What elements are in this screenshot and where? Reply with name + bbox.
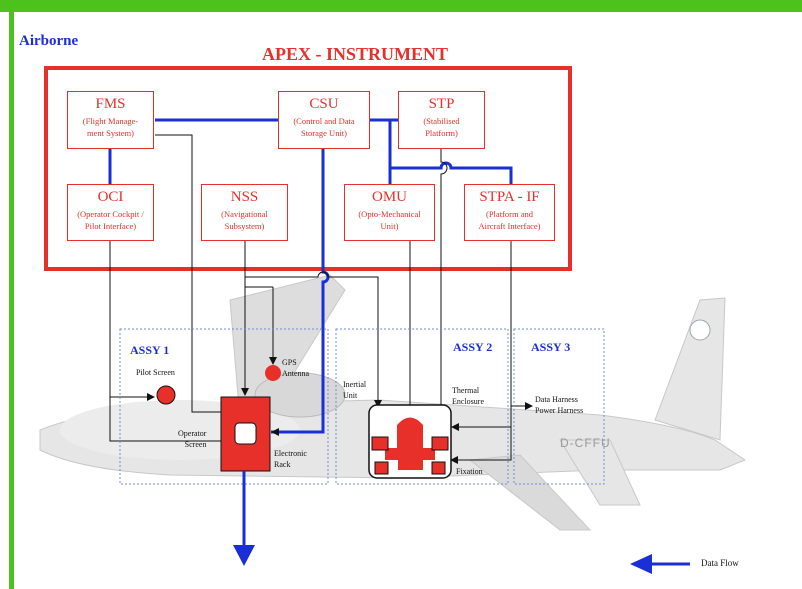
harness-label: Data Harness Power Harness <box>535 395 584 415</box>
module-oci-desc: (Operator Cockpit / Pilot Interface) <box>77 209 144 231</box>
instrument-frame <box>44 66 572 271</box>
module-fms-desc: (Flight Manage- ment System) <box>82 116 139 138</box>
section-label: Airborne <box>19 33 79 49</box>
aircraft-silhouette-icon <box>39 274 747 531</box>
module-omu: OMU (Opto-Mechanical Unit) <box>344 184 435 241</box>
module-stp: STP (Stabilised Platform) <box>398 91 485 149</box>
module-csu-name: CSU <box>309 96 339 112</box>
assembly-groups <box>119 328 605 485</box>
data-flow-arrows <box>233 471 690 574</box>
module-fms-name: FMS <box>95 96 126 112</box>
fixation-label: Fixation <box>456 467 483 476</box>
signal-lines <box>109 134 525 461</box>
instrument-title: APEX - INSTRUMENT <box>262 44 449 64</box>
module-stpa-name: STPA - IF <box>479 189 540 205</box>
assy-3-label: ASSY 3 <box>531 340 571 354</box>
module-stpa-desc: (Platform and Aircraft Interface) <box>478 209 541 231</box>
operator-screen-label: Operator Screen <box>178 429 207 449</box>
module-csu: CSU (Control and Data Storage Unit) <box>278 91 370 149</box>
pilot-screen-icon <box>156 385 176 405</box>
module-nss-desc: (Navigational Subsystem) <box>221 209 268 231</box>
module-stpa-if: STPA - IF (Platform and Aircraft Interfa… <box>464 184 555 241</box>
data-flow-legend-label: Data Flow <box>701 558 739 568</box>
aircraft-registration: D-CFFU <box>560 436 611 450</box>
assy-1-label: ASSY 1 <box>130 343 170 357</box>
module-stp-name: STP <box>428 96 455 112</box>
module-omu-desc: (Opto-Mechanical Unit) <box>358 209 421 231</box>
assy-2-label: ASSY 2 <box>453 340 493 354</box>
thermal-enclosure-label: Thermal Enclosure <box>452 386 484 406</box>
module-nss: NSS (Navigational Subsystem) <box>201 184 288 241</box>
opto-mechanical-unit-icon <box>368 404 452 479</box>
electronic-rack-label: Electronic Rack <box>274 449 307 469</box>
frame-left-bar <box>9 12 14 589</box>
pilot-screen-label: Pilot Screen <box>136 368 175 377</box>
module-fms: FMS (Flight Manage- ment System) <box>67 91 154 149</box>
inertial-unit-label: Inertial Unit <box>343 380 367 400</box>
module-csu-desc: (Control and Data Storage Unit) <box>293 116 355 138</box>
module-oci-name: OCI <box>97 189 124 205</box>
module-oci: OCI (Operator Cockpit / Pilot Interface) <box>67 184 154 241</box>
module-nss-name: NSS <box>230 189 259 205</box>
gps-antenna-label: GPS Antenna <box>282 358 310 378</box>
module-stp-desc: (Stabilised Platform) <box>423 116 460 138</box>
frame-top-bar <box>0 0 802 12</box>
module-omu-name: OMU <box>371 189 407 205</box>
gps-antenna-icon <box>265 365 281 381</box>
operator-screen-icon <box>234 422 257 445</box>
